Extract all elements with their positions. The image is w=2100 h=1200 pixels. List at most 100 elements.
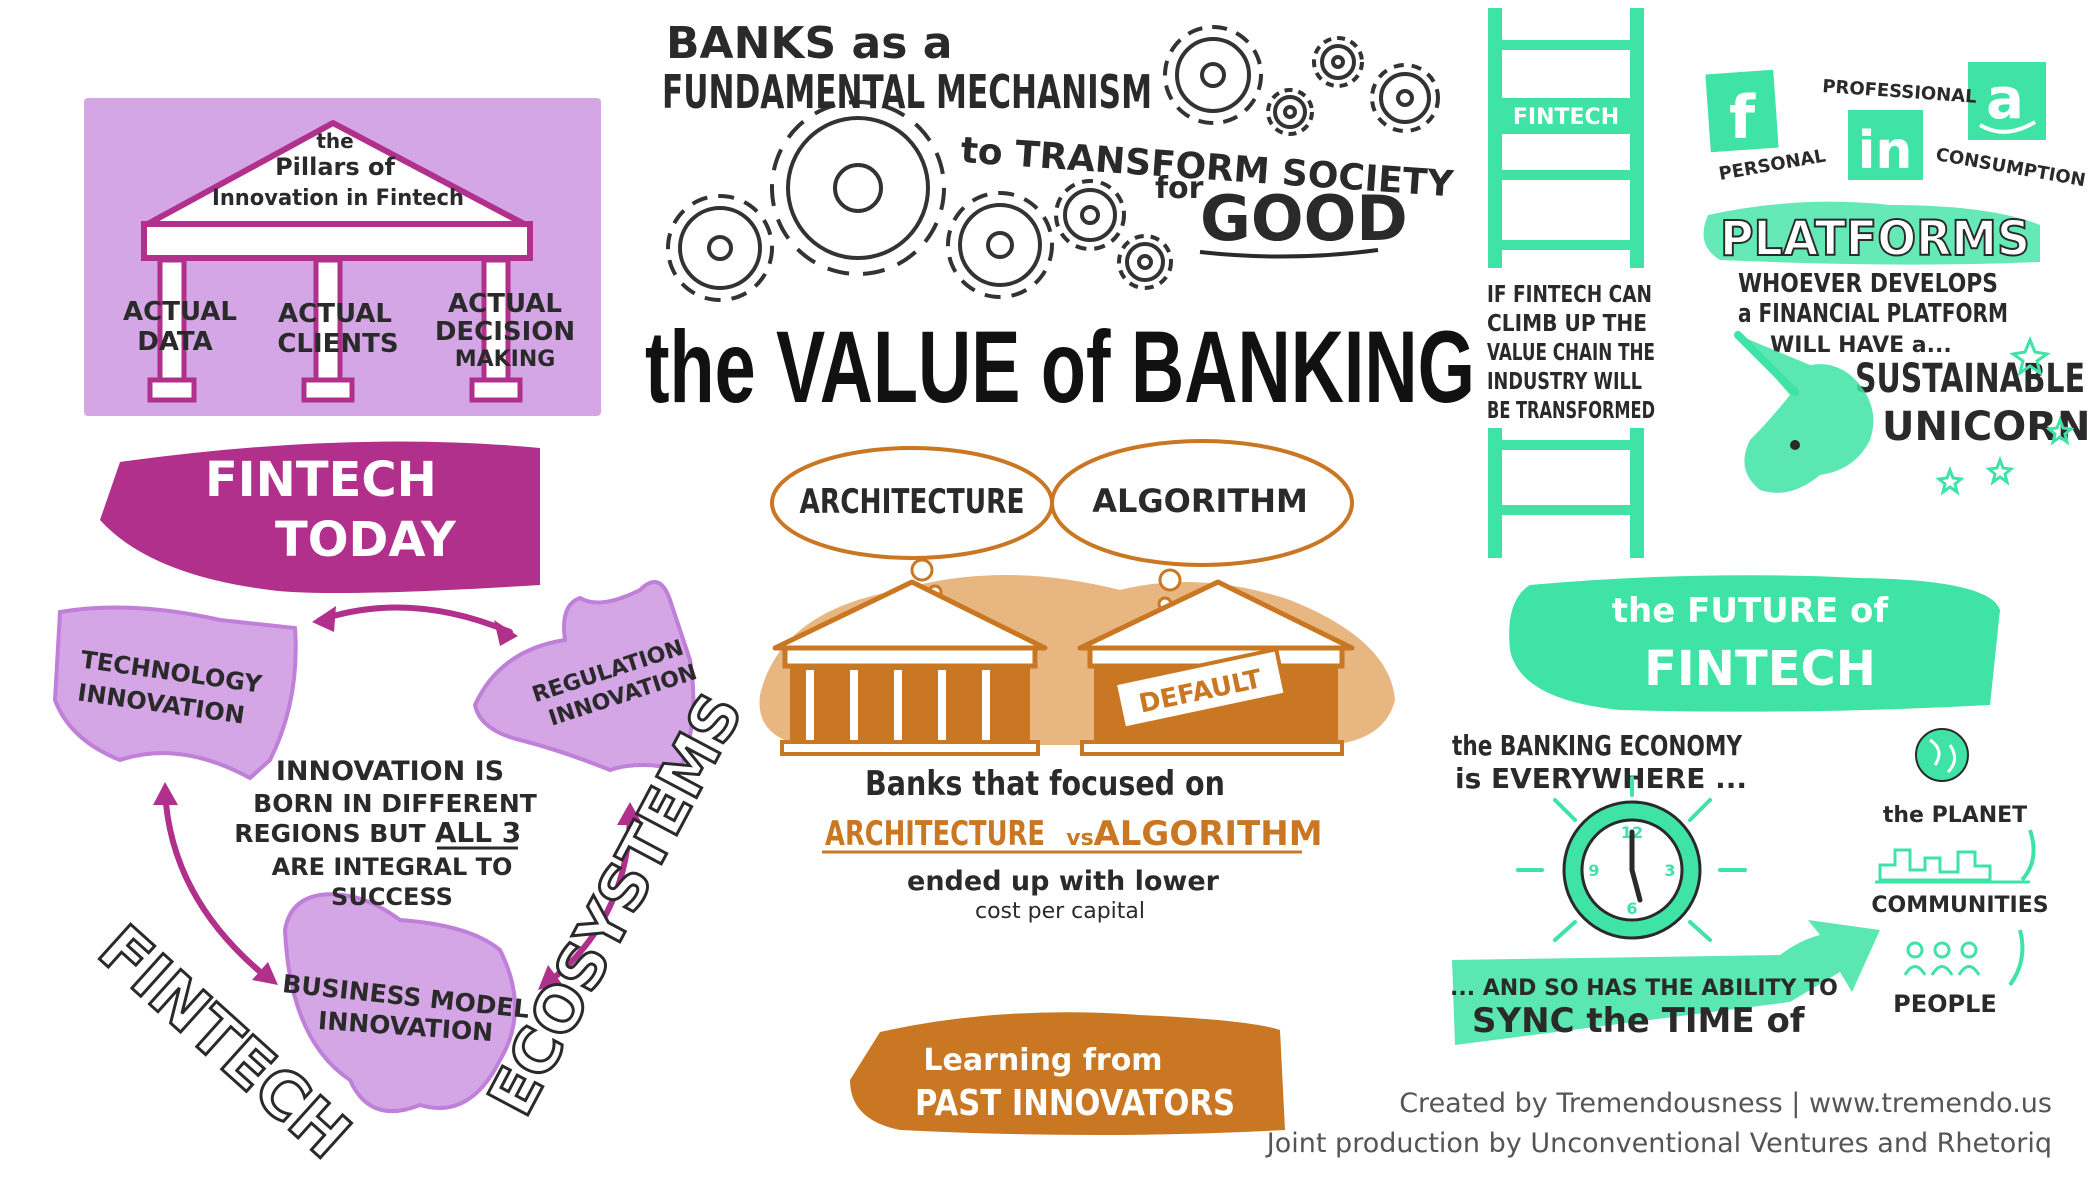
linkedin-logo-icon	[1848, 110, 1923, 180]
platforms-line-3: WILL HAVE a...	[1770, 333, 1952, 358]
usa-map-shape	[52, 605, 298, 781]
clock-rays	[1516, 776, 1747, 942]
gear-icon	[666, 194, 774, 302]
bank-building-left-icon	[772, 579, 1048, 756]
banks-text-line-1: Banks that focused on	[865, 764, 1225, 804]
banks-text-architecture: ARCHITECTURE	[825, 814, 1045, 854]
algorithm-thought-text: ALGORITHM	[1092, 482, 1308, 520]
platforms-line-2: a FINANCIAL PLATFORM	[1738, 299, 2008, 329]
pillars-panel: the Pillars of Innovation in Fintech ACT…	[84, 98, 601, 416]
center-line-4: ARE INTEGRAL TO	[272, 853, 513, 881]
gear-icon	[1117, 234, 1173, 290]
planet-label: the PLANET	[1883, 803, 2027, 828]
ladder-text-line-4: INDUSTRY WILL	[1487, 369, 1642, 395]
fintech-ladder: FINTECH IF FINTECH CAN CLIMB UP THE VALU…	[1482, 8, 1657, 558]
unicorn-icon	[1734, 331, 1874, 493]
banks-text-line-3: ended up with lower	[907, 866, 1220, 897]
pillar-1-line-2: DATA	[137, 327, 213, 357]
gear-icon	[1312, 36, 1364, 88]
center-line-3: REGIONS BUT	[234, 819, 425, 848]
ladder-fintech-label: FINTECH	[1513, 105, 1619, 130]
people-icon	[1903, 941, 1981, 976]
banks-headline: BANKS as a FUNDAMENTAL MECHANISM to TRAN…	[662, 18, 1455, 259]
clock-numeral-3: 3	[1664, 861, 1675, 880]
headline-line-2: FUNDAMENTAL MECHANISM	[662, 65, 1152, 119]
platforms-unicorn: UNICORN	[1882, 404, 2090, 450]
future-line-1: the FUTURE of	[1612, 591, 1890, 631]
sparkle-stars	[1935, 336, 2075, 496]
ladder-text-line-3: VALUE CHAIN THE	[1487, 340, 1655, 366]
ladder-text-line-2: CLIMB UP THE	[1487, 311, 1647, 337]
people-label: PEOPLE	[1893, 990, 1997, 1018]
pillars-roof-line-2: Pillars of	[275, 153, 395, 181]
credits-line-1: Created by Tremendousness | www.tremendo…	[1399, 1088, 2052, 1119]
platforms-line-1: WHOEVER DEVELOPS	[1738, 269, 1998, 299]
consumption-label: CONSUMPTION	[1934, 144, 2087, 191]
center-line-2: BORN IN DIFFERENT	[253, 789, 537, 818]
algorithm-thought-bubble	[1050, 439, 1354, 567]
sync-line-1: ... AND SO HAS THE ABILITY TO	[1450, 976, 1838, 1001]
clock-numeral-9: 9	[1588, 861, 1599, 880]
pillars-roof-line-1: the	[316, 129, 353, 153]
headline-line-4: for	[1155, 171, 1204, 206]
future-line-2: FINTECH	[1644, 641, 1876, 697]
pillar-2-line-1: ACTUAL	[278, 299, 392, 329]
credits-line-2: Joint production by Unconventional Ventu…	[1265, 1128, 2052, 1159]
banks-text-line-4: cost per capital	[975, 899, 1145, 924]
growth-arrows	[2008, 829, 2036, 987]
ladder-text-line-1: IF FINTECH CAN	[1487, 282, 1652, 308]
banks-text-vs: vs	[1066, 826, 1093, 851]
center-line-1: INNOVATION IS	[276, 756, 504, 787]
pillars-beam	[141, 221, 533, 261]
pillar-1-line-1: ACTUAL	[123, 297, 237, 327]
innovation-regions: TECHNOLOGY INNOVATION REGULATION INNOVAT…	[52, 580, 758, 1175]
learning-line-1: Learning from	[923, 1043, 1162, 1078]
pillar-2-line-2: CLIENTS	[277, 329, 398, 359]
arrow-tech-regulation	[317, 604, 513, 635]
economy-line-2: is EVERYWHERE ...	[1455, 762, 1747, 795]
center-emphasis-all-3: ALL 3	[435, 816, 522, 849]
amazon-logo-letter: a	[1986, 67, 2024, 132]
pillar-3-line-1: ACTUAL	[448, 289, 562, 319]
architecture-thought-text: ARCHITECTURE	[800, 482, 1025, 522]
pillar-3-line-2: DECISION	[435, 317, 575, 347]
learning-banner: Learning from PAST INNOVATORS	[850, 1012, 1285, 1135]
facebook-logo-icon	[1705, 69, 1779, 153]
center-line-5: SUCCESS	[331, 883, 453, 911]
banks-comparison: ARCHITECTURE ALGORITHM DEFAULT Banks tha…	[759, 439, 1395, 924]
clock-icon: 12 3 6 9	[1562, 800, 1702, 940]
future-fintech-banner: the FUTURE of FINTECH	[1509, 575, 2000, 712]
default-tag: DEFAULT	[1112, 646, 1289, 731]
pillars-roof-line-3: Innovation in Fintech	[212, 186, 464, 211]
facebook-logo-letter: f	[1729, 83, 1756, 153]
economy-line-1: the BANKING ECONOMY	[1452, 729, 1743, 762]
pillar-3-line-3: MAKING	[455, 347, 556, 372]
gears-cluster	[666, 25, 1440, 302]
gear-icon	[1266, 88, 1314, 136]
gear-icon	[1163, 25, 1263, 125]
ladder-text-line-5: BE TRANSFORMED	[1487, 398, 1655, 424]
gear-icon	[1054, 179, 1126, 251]
sync-arrow-banner	[1452, 920, 1880, 1045]
fintech-today-line-1: FINTECH	[205, 452, 437, 508]
headline-line-1: BANKS as a	[666, 18, 952, 69]
gear-icon	[946, 191, 1054, 299]
gear-icon	[770, 100, 946, 276]
linkedin-logo-letters: in	[1858, 121, 1913, 181]
credits: Created by Tremendousness | www.tremendo…	[1265, 1088, 2052, 1159]
headline-good: GOOD	[1200, 182, 1408, 255]
asia-map-shape	[282, 892, 517, 1114]
professional-label: PROFESSIONAL	[1822, 76, 1978, 108]
platforms-sustainable: SUSTAINABLE	[1855, 356, 2085, 402]
banking-economy-section: the BANKING ECONOMY is EVERYWHERE ... 12…	[1450, 728, 2049, 1045]
europe-map-shape	[472, 580, 696, 773]
platforms-title: PLATFORMS	[1720, 211, 2030, 267]
gear-icon	[1370, 63, 1440, 133]
sync-line-2: SYNC the TIME of	[1472, 1001, 1806, 1041]
page-title: the VALUE of BANKING	[645, 310, 1475, 424]
learning-line-2: PAST INNOVATORS	[915, 1083, 1235, 1124]
city-skyline-icon	[1875, 848, 2030, 884]
globe-icon	[1915, 728, 1969, 782]
